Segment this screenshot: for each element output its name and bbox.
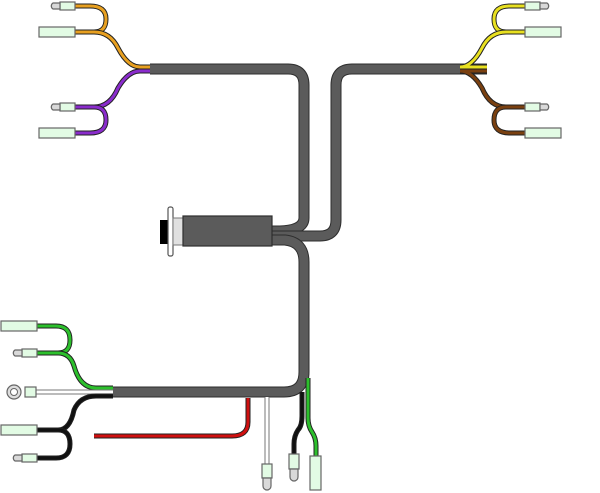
wire-green-2 xyxy=(305,378,319,456)
wire-orange xyxy=(93,29,150,70)
wire-brown xyxy=(491,104,525,136)
male-connector-purple-1 xyxy=(50,102,76,112)
male-connector-orange-1 xyxy=(50,1,76,11)
ring-terminal xyxy=(6,384,37,400)
female-connector-orange-2 xyxy=(38,26,76,38)
wire-red xyxy=(94,398,251,439)
female-connector-green xyxy=(309,455,322,491)
wire-black xyxy=(37,427,73,461)
male-connector-black xyxy=(288,453,300,482)
wire-yellow xyxy=(459,29,507,70)
main-cable-right-top xyxy=(272,63,487,242)
female-connector-yellow-2 xyxy=(524,26,562,38)
female-connector-black-1 xyxy=(0,424,38,436)
male-connector-white xyxy=(261,463,273,491)
wire-orange xyxy=(75,3,109,35)
bulkhead-connector xyxy=(160,206,273,257)
wire-yellow xyxy=(491,3,525,35)
main-cable-bottom xyxy=(113,234,310,398)
wire-black-2 xyxy=(291,392,305,454)
wire-brown xyxy=(459,68,525,110)
male-connector-yellow-1 xyxy=(524,1,550,11)
female-connector-brown-2 xyxy=(524,127,562,139)
main-cable-left-top xyxy=(150,63,310,237)
female-connector-purple-2 xyxy=(38,127,76,139)
wire-green xyxy=(37,323,73,356)
male-connector-green-1 xyxy=(12,348,38,358)
female-connector-green-2 xyxy=(0,320,38,332)
male-connector-brown-1 xyxy=(524,102,550,112)
male-connector-black-2 xyxy=(12,453,38,463)
wire-green xyxy=(57,350,113,391)
wire-purple xyxy=(75,68,150,110)
wire-purple xyxy=(75,104,109,136)
wire-black xyxy=(37,393,113,433)
